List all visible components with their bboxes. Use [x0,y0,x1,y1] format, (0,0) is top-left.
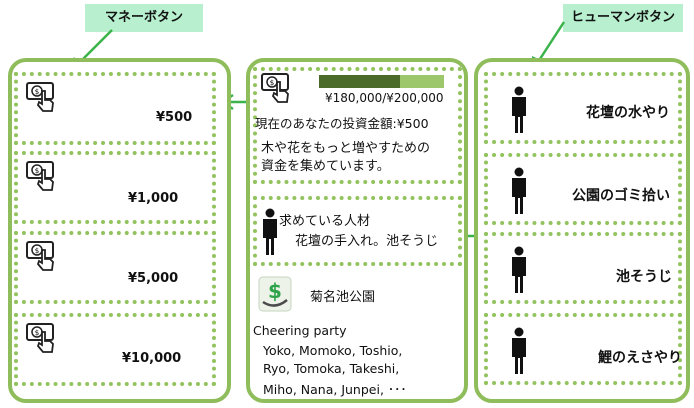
human-job-label: 公園のゴミ拾い [572,188,670,204]
hand-pressing-coin-button-icon: $ [26,323,54,353]
person-silhouette-icon [512,86,526,133]
human-button-carp-feeding[interactable]: 鯉のえさやり [484,313,682,385]
human-job-label: 鯉のえさやり [598,350,682,366]
park-name: 菊名池公園 [310,290,376,305]
project-description-line1: 木や花をもっと増やすための [261,141,431,156]
money-button-5000[interactable]: $ ¥5,000 [14,231,216,304]
human-button-callout: ヒューマンボタン [563,4,683,32]
human-job-label: 池そうじ [616,269,672,285]
hand-pressing-coin-button-icon: $ [261,73,289,103]
funding-progress-bar [319,75,444,88]
money-button-1000[interactable]: $ ¥1,000 [14,151,216,224]
money-button-callout: マネーボタン [85,4,203,32]
wanted-personnel-jobs: 花壇の手入れ。池そうじ [295,234,439,249]
money-button-500[interactable]: $ ¥500 [14,72,216,145]
hand-pressing-coin-button-icon: $ [26,161,54,191]
hand-pressing-coin-button-icon: $ [26,241,54,271]
money-button-10000[interactable]: $ ¥10,000 [14,313,216,386]
wanted-personnel-box: 求めている人材 花壇の手入れ。池そうじ [253,196,462,266]
person-silhouette-icon [512,246,526,293]
human-button-pond-cleaning[interactable]: 池そうじ [484,232,682,304]
person-silhouette-icon [263,208,277,255]
funding-progress-fill [319,75,400,88]
cheering-party-line1: Yoko, Momoko, Toshio, [263,343,403,358]
person-silhouette-icon [512,167,526,214]
svg-text:$: $ [35,167,39,175]
funding-box: $ ¥180,000/¥200,000 現在のあなたの投資金額:¥500 木や花… [253,67,462,184]
human-job-label: 花壇の水やり [586,105,670,121]
wanted-personnel-title: 求めている人材 [279,214,371,229]
human-button-trash-pickup[interactable]: 公園のゴミ拾い [484,153,682,225]
hand-pressing-coin-button-icon: $ [26,82,54,112]
human-button-watering[interactable]: 花壇の水やり [484,72,682,144]
money-amount: ¥1,000 [128,191,179,206]
funding-progress-text: ¥180,000/¥200,000 [325,91,444,105]
dollar-sign-icon: $ [258,276,292,312]
svg-text:$: $ [35,247,39,255]
svg-text:$: $ [270,79,274,87]
project-description-line2: 資金を集めています。 [261,159,390,174]
cheering-party-line2: Ryo, Tomoka, Takeshi, [263,361,400,376]
person-silhouette-icon [512,327,526,374]
svg-text:$: $ [35,329,39,337]
funding-progress-remaining [400,75,444,88]
money-amount: ¥10,000 [122,351,182,366]
money-amount: ¥500 [156,110,193,125]
cheering-party-line3: Miho, Nana, Junpei, ･･･ [263,382,407,397]
cheering-party-title: Cheering party [253,323,347,338]
current-investment-text: 現在のあなたの投資金額:¥500 [255,116,429,131]
money-amount: ¥5,000 [128,271,179,286]
svg-text:$: $ [35,88,39,96]
svg-text:$: $ [268,279,282,303]
